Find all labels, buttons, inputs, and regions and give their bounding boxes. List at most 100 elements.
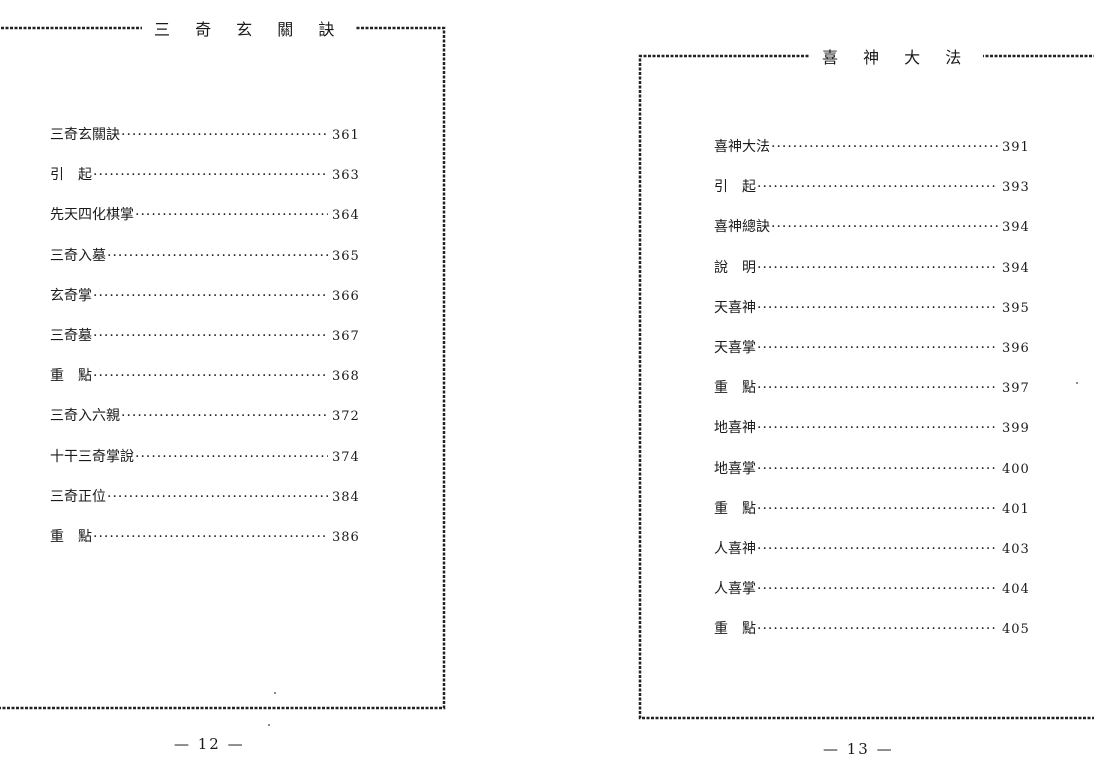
toc-entry-label: 人喜神 <box>714 540 756 557</box>
toc-entry-label: 三奇正位 <box>50 488 106 505</box>
toc-entry-label: 三奇玄關訣 <box>50 127 120 143</box>
dot-leader <box>757 541 998 557</box>
toc-entry-label: 三奇墓 <box>50 327 92 344</box>
toc-entry[interactable]: 人喜掌 404 <box>714 578 1032 618</box>
toc-entry[interactable]: 天喜掌 396 <box>714 337 1032 377</box>
left-page-number: — 12 — <box>174 735 245 753</box>
toc-entry-page: 403 <box>1002 541 1030 557</box>
dot-leader <box>757 420 998 436</box>
toc-entry-page: 399 <box>1002 421 1030 437</box>
toc-entry-label: 重 點 <box>714 380 756 397</box>
dot-leader <box>93 328 328 344</box>
right-page-heading: 喜 神 大 法 <box>810 44 984 68</box>
toc-entry[interactable]: 地喜掌400 <box>714 458 1032 498</box>
toc-entry-label: 重 點 <box>50 528 92 545</box>
toc-entry-label: 引 起 <box>50 167 92 184</box>
toc-entry[interactable]: 重 點386 <box>50 526 362 566</box>
toc-entry-label: 重 點 <box>714 621 756 638</box>
toc-entry-page: 363 <box>332 168 360 184</box>
toc-entry[interactable]: 三奇墓367 <box>50 325 362 365</box>
toc-entry-label: 重 點 <box>50 368 92 385</box>
dot-leader <box>93 529 328 545</box>
toc-entry[interactable]: 三奇入墓 365 <box>50 245 362 285</box>
dot-leader <box>757 501 998 517</box>
toc-entry[interactable]: 喜神大法391 <box>714 136 1032 176</box>
dot-leader <box>771 139 998 155</box>
scan-speck <box>274 692 276 694</box>
toc-entry-label: 先天四化棋掌 <box>50 207 134 224</box>
dot-leader <box>121 408 328 424</box>
toc-entry-label: 十干三奇掌說 <box>50 448 134 465</box>
toc-entry-page: 365 <box>332 248 360 264</box>
toc-entry[interactable]: 三奇玄關訣 361 <box>50 124 362 164</box>
toc-entry-label: 地喜掌 <box>714 460 756 477</box>
toc-entry-page: 394 <box>1002 260 1030 276</box>
toc-entry-page: 405 <box>1002 622 1030 638</box>
toc-entry[interactable]: 喜神總訣 394 <box>714 216 1032 256</box>
toc-entry-label: 天喜神 <box>714 299 756 316</box>
toc-entry-page: 372 <box>332 409 360 425</box>
dot-leader <box>757 260 998 276</box>
toc-entry-page: 364 <box>332 208 360 224</box>
dot-leader <box>93 167 328 183</box>
toc-entry[interactable]: 引 起 363 <box>50 164 362 204</box>
left-toc-list: 三奇玄關訣 361 引 起 363 先天四化棋掌 364 三奇入墓 365 玄奇掌 366… <box>50 124 362 566</box>
toc-entry-page: 394 <box>1002 220 1030 236</box>
toc-entry-label: 喜神總訣 <box>714 219 770 236</box>
toc-entry[interactable]: 引 起 393 <box>714 176 1032 216</box>
toc-entry-page: 401 <box>1002 501 1030 517</box>
toc-entry-page: 361 <box>332 128 360 143</box>
toc-entry[interactable]: 先天四化棋掌 364 <box>50 204 362 244</box>
dot-leader <box>757 340 998 356</box>
toc-entry-page: 366 <box>332 288 360 304</box>
toc-entry[interactable]: 地喜神 399 <box>714 417 1032 457</box>
toc-entry-label: 重 點 <box>714 500 756 517</box>
toc-entry[interactable]: 三奇正位 384 <box>50 486 362 526</box>
toc-entry[interactable]: 天喜神 395 <box>714 297 1032 337</box>
toc-entry-label: 人喜掌 <box>714 581 756 598</box>
toc-entry-label: 三奇入六親 <box>50 408 120 425</box>
toc-entry[interactable]: 玄奇掌 366 <box>50 285 362 325</box>
dot-leader <box>771 219 998 235</box>
toc-entry-label: 引 起 <box>714 179 756 196</box>
dot-leader <box>757 621 998 637</box>
dot-leader <box>93 368 328 384</box>
right-page-number: — 13 — <box>823 740 894 758</box>
toc-entry-label: 說 明 <box>714 259 756 276</box>
toc-entry-page: 404 <box>1002 582 1030 598</box>
dot-leader <box>135 207 328 223</box>
left-toc-frame: 三 奇 玄 關 訣 三奇玄關訣 361 引 起 363 先天四化棋掌 364 三奇入墓… <box>0 16 446 710</box>
toc-entry-page: 391 <box>1002 140 1030 155</box>
toc-entry-label: 天喜掌 <box>714 339 756 356</box>
dot-leader <box>121 127 328 143</box>
toc-entry-page: 384 <box>332 489 360 505</box>
scan-speck <box>268 724 270 726</box>
toc-entry-page: 393 <box>1002 180 1030 196</box>
dot-leader <box>107 248 328 264</box>
toc-entry[interactable]: 人喜神 403 <box>714 538 1032 578</box>
toc-entry[interactable]: 重 點 397 <box>714 377 1032 417</box>
scan-speck <box>1076 382 1078 384</box>
toc-entry[interactable]: 重 點 401 <box>714 498 1032 538</box>
left-page-heading: 三 奇 玄 關 訣 <box>142 16 357 40</box>
toc-entry-label: 地喜神 <box>714 420 756 437</box>
dot-leader <box>107 489 328 505</box>
dot-leader <box>757 581 998 597</box>
toc-entry-page: 396 <box>1002 340 1030 356</box>
toc-entry-page: 395 <box>1002 300 1030 316</box>
toc-entry[interactable]: 十干三奇掌說 374 <box>50 446 362 486</box>
toc-entry-label: 三奇入墓 <box>50 247 106 264</box>
toc-entry[interactable]: 三奇入六親 372 <box>50 405 362 445</box>
toc-entry-page: 397 <box>1002 381 1030 397</box>
dot-leader <box>757 300 998 316</box>
toc-entry[interactable]: 重 點 405 <box>714 618 1032 658</box>
toc-entry-label: 玄奇掌 <box>50 287 92 304</box>
toc-entry-page: 368 <box>332 369 360 385</box>
dot-leader <box>135 449 328 465</box>
toc-entry[interactable]: 重 點 368 <box>50 365 362 405</box>
dot-leader <box>757 179 998 195</box>
dot-leader <box>757 380 998 396</box>
toc-entry-page: 374 <box>332 449 360 465</box>
right-toc-frame: 喜 神 大 法 喜神大法391 引 起 393 喜神總訣 394 說 明 394 天喜… <box>638 44 1094 720</box>
toc-entry[interactable]: 說 明 394 <box>714 257 1032 297</box>
